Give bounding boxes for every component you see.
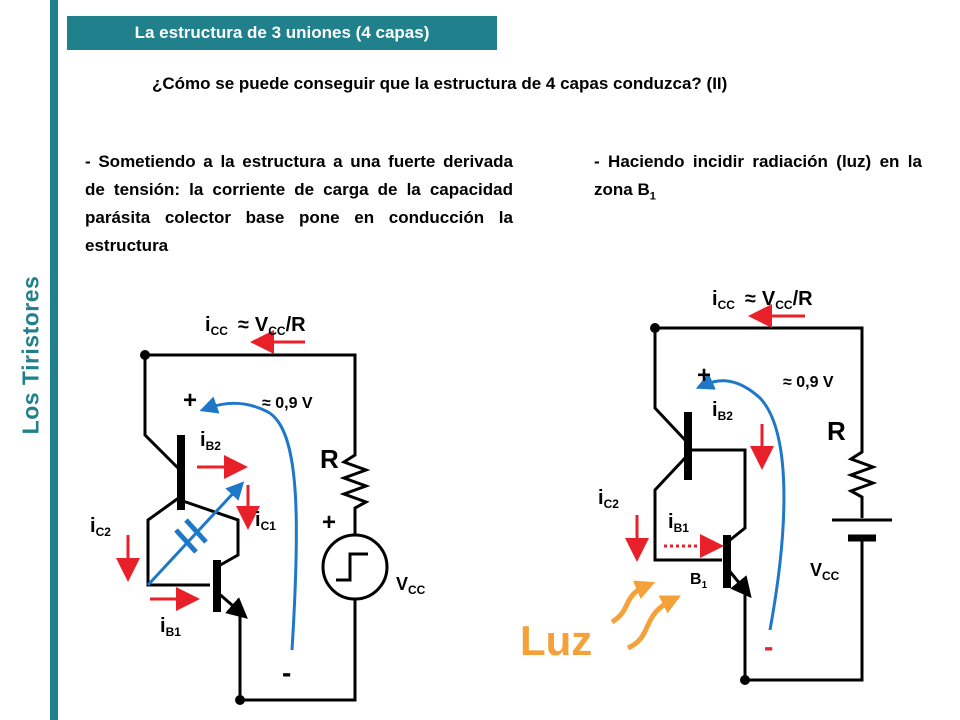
right-plus-terminal: + bbox=[697, 362, 711, 389]
right-circuit: iCC≈VCC/R + ≈ 0,9 V iB2 R iC2 iB1 VCC B1… bbox=[520, 288, 892, 685]
right-node-top bbox=[650, 323, 660, 333]
left-ic2-label: iC2 bbox=[90, 515, 111, 539]
right-dc-source bbox=[832, 518, 892, 542]
left-ic1-label: iC1 bbox=[255, 509, 276, 533]
left-wires bbox=[143, 353, 357, 702]
left-t1-emitter bbox=[216, 590, 248, 619]
right-voltage-curve bbox=[695, 373, 786, 631]
right-minus-terminal: - bbox=[764, 631, 773, 662]
right-description: - Haciendo incidir radiación (luz) en la… bbox=[594, 148, 922, 210]
left-plus-terminal: + bbox=[183, 387, 197, 414]
right-resistor-zigzag bbox=[846, 440, 878, 518]
left-source-plus: + bbox=[322, 509, 336, 536]
left-parasitic-capacitor bbox=[146, 481, 245, 587]
left-icc-label: iCC≈VCC/R bbox=[205, 314, 306, 338]
light-rays bbox=[610, 580, 681, 651]
left-resistor-zigzag bbox=[339, 440, 371, 525]
right-wires bbox=[653, 326, 864, 682]
right-t1-emitter bbox=[725, 567, 752, 599]
left-vcc-label: VCC bbox=[396, 574, 426, 597]
right-description-subscript: 1 bbox=[649, 190, 656, 203]
light-label: Luz bbox=[520, 617, 592, 664]
right-resistor-label: R bbox=[827, 416, 846, 446]
left-step-source bbox=[321, 525, 389, 601]
left-resistor-label: R bbox=[320, 444, 339, 474]
question-text: ¿Cómo se puede conseguir que la estructu… bbox=[152, 74, 728, 93]
right-node-bottom bbox=[740, 675, 750, 685]
left-circuit: iCC≈VCC/R + ≈ 0,9 V iB2 R iC1 + iC2 VCC … bbox=[90, 314, 426, 705]
left-description: - Sometiendo a la estructura a una fuert… bbox=[85, 152, 513, 255]
right-b1-label: B1 bbox=[690, 571, 708, 591]
right-ib2-label: iB2 bbox=[712, 399, 733, 423]
left-ib2-label: iB2 bbox=[200, 429, 221, 453]
right-description-main: - Haciendo incidir radiación (luz) en la… bbox=[594, 152, 922, 199]
left-voltage-curve bbox=[199, 396, 298, 651]
right-ib1-label: iB1 bbox=[668, 511, 689, 535]
right-icc-label: iCC≈VCC/R bbox=[712, 288, 813, 312]
right-voltage-drop-label: ≈ 0,9 V bbox=[783, 374, 834, 391]
sidebar-accent-bar bbox=[50, 0, 58, 720]
left-voltage-drop-label: ≈ 0,9 V bbox=[262, 395, 313, 412]
right-vcc-label: VCC bbox=[810, 560, 840, 583]
right-ic2-label: iC2 bbox=[598, 487, 619, 511]
left-minus-terminal: - bbox=[282, 657, 291, 688]
left-node-top bbox=[140, 350, 150, 360]
left-ib1-label: iB1 bbox=[160, 615, 181, 639]
slide-title: La estructura de 3 uniones (4 capas) bbox=[67, 16, 497, 50]
left-node-bottom bbox=[235, 695, 245, 705]
